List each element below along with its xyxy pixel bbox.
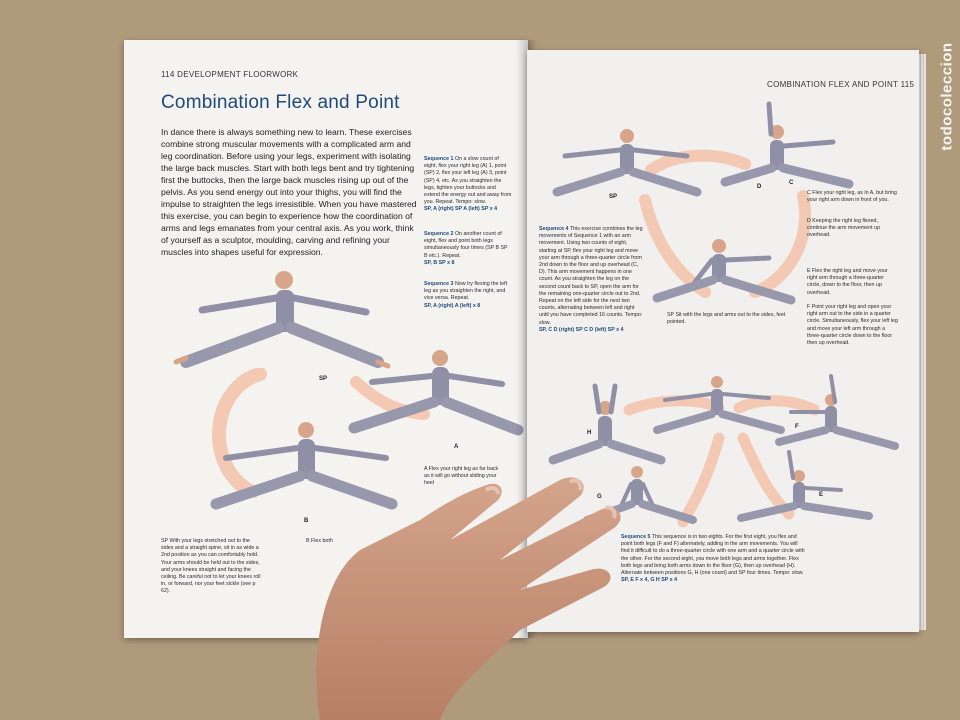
left-running-head: 114 DEVELOPMENT FLOORWORK [161,70,299,79]
dancer-figure-sp-right [552,129,702,197]
caption-d: D Keeping the right leg flexed, continue… [807,218,881,239]
dancer-figure-sp-bottom [653,376,785,434]
caption-b: B Flex both [306,538,333,544]
sequence-4-text: Sequence 4 This exercise combines the le… [539,226,643,333]
caption-sp-right: SP Sit with the legs and arms out to the… [667,312,786,326]
curved-arrow-left [212,368,267,498]
dancer-figure-sp [173,271,391,369]
sequence-5-text: Sequence 5 This sequence is in two eight… [621,534,805,584]
figure-label-h: H [587,430,592,436]
caption-sp-left: SP With your legs stretched out to the s… [161,538,261,595]
caption-c: C Flex your right leg, as in A, but brin… [807,190,897,204]
figure-label-sp: SP [319,376,328,382]
dancer-figure-h [548,383,666,465]
figure-label-a: A [454,444,459,450]
intro-paragraph: In dance there is always something new t… [161,127,417,257]
arrow-right-up [749,190,812,298]
sequence-3-text: Sequence 3 Now try flexing the left leg … [424,281,508,309]
figure-label-f: F [795,424,799,430]
right-running-head: COMBINATION FLEX AND POINT 115 [767,80,915,89]
hand-photo [316,477,621,720]
caption-f: F Point your right leg and open your rig… [807,304,898,347]
dancer-figure-f [775,374,899,450]
figure-label-b: B [304,518,309,524]
figure-label-d: D [757,184,762,190]
caption-e: E Flex the right leg and move your right… [807,268,888,296]
figure-label-sp-right: SP [609,194,618,200]
figure-label-g: G [597,494,602,500]
page-title: Combination Flex and Point [161,92,400,113]
curved-arrow-right [350,376,430,420]
sequence-2-text: Sequence 2 On another count of eight, fl… [424,231,508,266]
dancer-figure-d [720,101,854,189]
todocoleccion-watermark: todocoleccion [932,12,956,182]
caption-a: A Flex your right leg as far back as it … [424,466,499,487]
dancer-figure-c [652,239,796,305]
dancer-figure-b [210,422,398,510]
watermark-text: todocoleccion [938,42,956,151]
dancer-figure-e [737,450,873,522]
dancer-figure-a [348,350,524,436]
sequence-1-text: Sequence 1 On a slow count of eight, fle… [424,156,512,213]
figure-label-e: E [819,492,824,498]
arrow-top [645,149,751,176]
figure-label-c: C [789,180,794,186]
